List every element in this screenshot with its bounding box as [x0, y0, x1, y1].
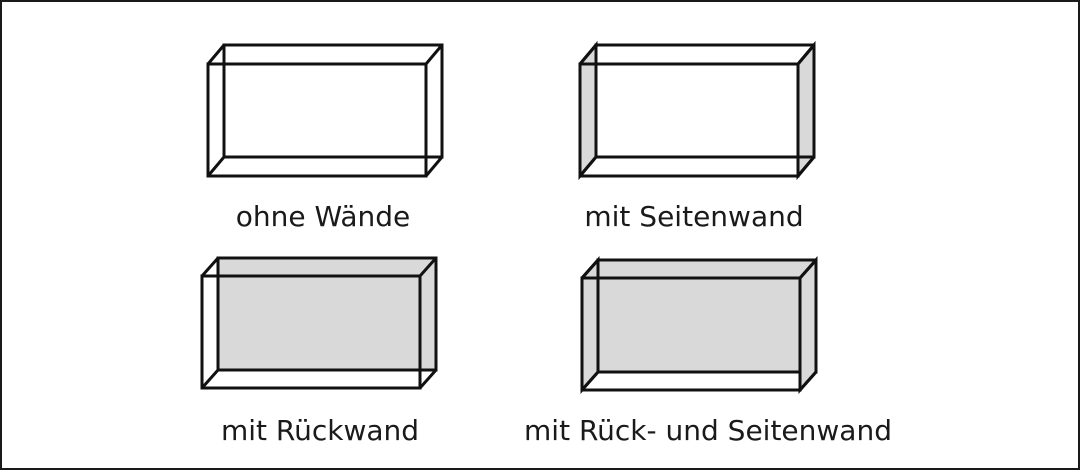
caption-side-wall: mit Seitenwand: [584, 200, 804, 233]
edge: [206, 44, 226, 65]
right-side-wall: [798, 256, 818, 394]
caption-no-walls: ohne Wände: [235, 200, 411, 233]
edge: [424, 156, 444, 177]
edge: [578, 156, 598, 177]
box-side-wall: [578, 40, 816, 181]
edge: [798, 371, 818, 391]
edge: [580, 259, 600, 279]
edge: [206, 156, 226, 177]
caption-back-and-side-wall: mit Rück- und Seitenwand: [524, 414, 892, 447]
edge: [424, 44, 444, 65]
edge: [796, 44, 816, 65]
edge: [200, 257, 220, 277]
edge: [796, 156, 816, 177]
box-no-walls: [206, 43, 444, 178]
box-back-wall: [200, 256, 438, 390]
box-back-and-side-wall: [580, 256, 818, 394]
edge: [580, 371, 600, 391]
edge: [418, 257, 438, 277]
edge: [418, 369, 438, 389]
edge: [798, 259, 818, 279]
edge: [200, 369, 220, 389]
back-face: [222, 43, 444, 159]
edge: [578, 44, 598, 65]
front-face: [206, 62, 428, 178]
front-face: [200, 274, 422, 390]
caption-back-wall: mit Rückwand: [220, 414, 420, 447]
front-face: [578, 62, 800, 178]
front-face: [580, 276, 802, 392]
back-face: [594, 43, 816, 159]
